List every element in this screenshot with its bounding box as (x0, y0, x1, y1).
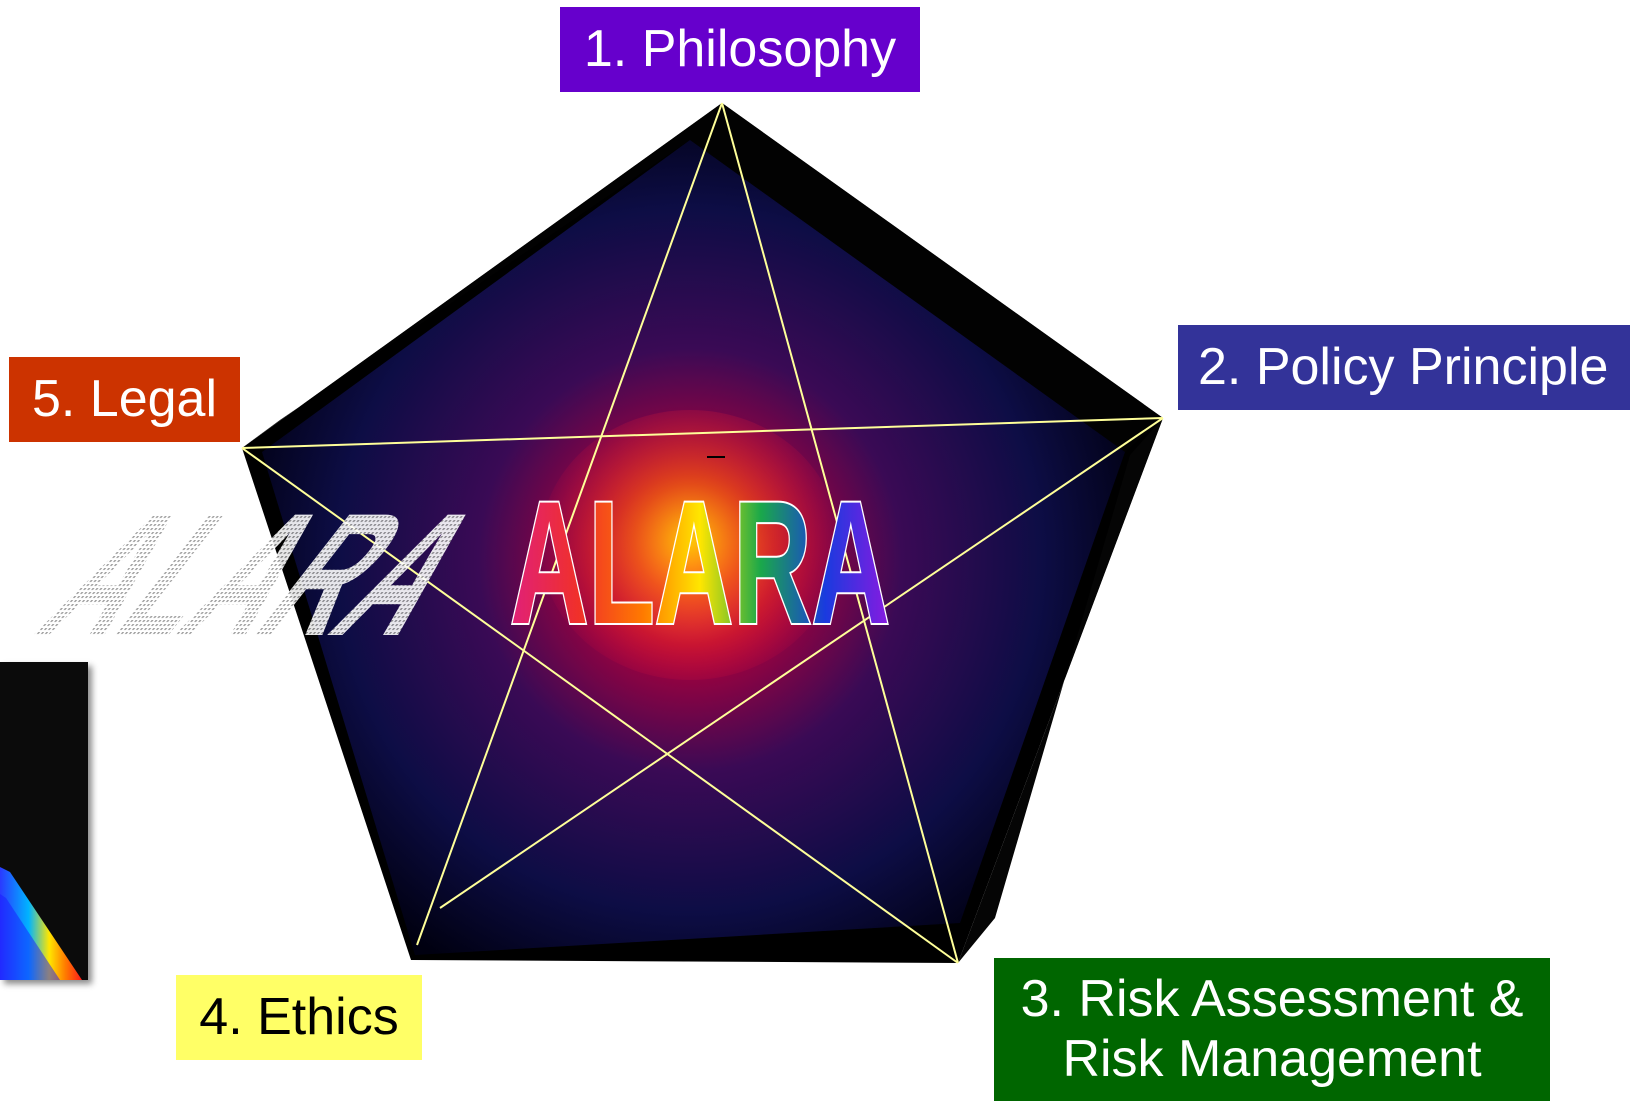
label-policy-principle: 2. Policy Principle (1178, 325, 1630, 410)
label-legal-text: 5. Legal (31, 369, 218, 428)
label-risk-line-1: 3. Risk Assessment & (1020, 969, 1524, 1028)
pentagram-lines (241, 102, 1164, 964)
label-risk-assessment: 3. Risk Assessment & Risk Management (994, 958, 1550, 1101)
center-glow (540, 410, 840, 680)
label-ethics-text: 4. Ethics (199, 987, 399, 1046)
prism-image (0, 662, 88, 980)
label-policy-principle-text: 2. Policy Principle (1198, 337, 1609, 396)
label-philosophy-text: 1. Philosophy (583, 19, 897, 78)
alara-title: ALARA (510, 466, 890, 661)
label-legal: 5. Legal (9, 357, 240, 442)
pentagon-bevel-side (958, 418, 1163, 963)
label-philosophy: 1. Philosophy (560, 7, 920, 92)
label-ethics: 4. Ethics (176, 975, 422, 1060)
label-risk-line-2: Risk Management (1062, 1029, 1482, 1088)
